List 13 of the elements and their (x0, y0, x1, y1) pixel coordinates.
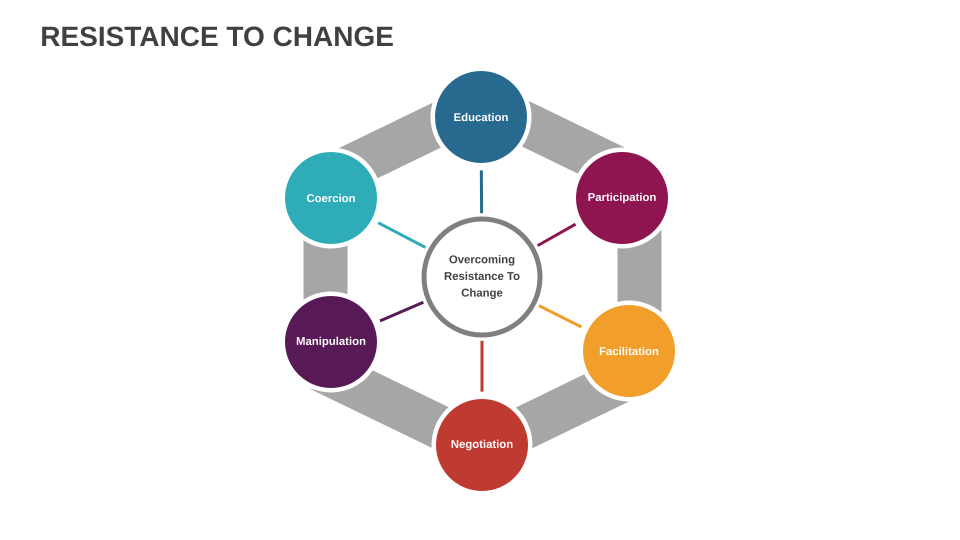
connector-line (536, 222, 576, 247)
connector-line (538, 304, 582, 328)
band-connector (338, 102, 441, 178)
connector-line (480, 170, 484, 214)
band-connector (516, 374, 630, 448)
connector-line (480, 340, 484, 392)
connector-line (378, 221, 426, 249)
title: RESISTANCE TO CHANGE (42, 26, 393, 46)
connector-line (379, 300, 424, 322)
band-connector (522, 101, 626, 174)
band-connector (618, 229, 662, 312)
band-connector (308, 370, 449, 448)
band-connector (304, 240, 348, 300)
